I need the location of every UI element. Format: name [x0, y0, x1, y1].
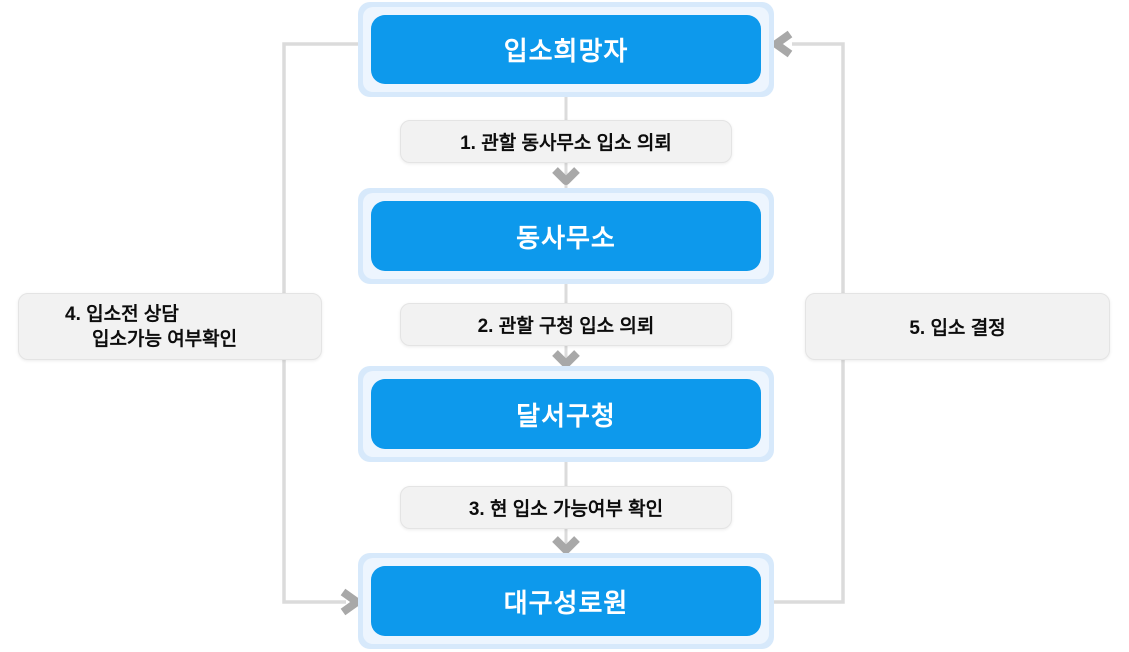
node-label: 달서구청 — [516, 400, 616, 431]
step-label-3: 3. 현 입소 가능여부 확인 — [400, 486, 732, 529]
node-glow: 대구성로원 — [363, 558, 769, 644]
step-label-1: 1. 관할 동사무소 입소 의뢰 — [400, 120, 732, 163]
step-label-text: 1. 관할 동사무소 입소 의뢰 — [460, 133, 672, 154]
node-daegu-seongrowon: 대구성로원 — [358, 553, 774, 649]
arrow-down-icon — [552, 167, 580, 185]
step-label-text: 3. 현 입소 가능여부 확인 — [468, 499, 664, 520]
node-glow: 동사무소 — [363, 193, 769, 279]
node-label: 대구성로원 — [503, 587, 629, 618]
node-body: 달서구청 — [371, 379, 761, 449]
node-dong-office: 동사무소 — [358, 188, 774, 284]
node-glow: 입소희망자 — [363, 7, 769, 92]
arrow-down-icon — [552, 350, 580, 368]
node-body: 입소희망자 — [371, 15, 761, 84]
node-applicant: 입소희망자 — [358, 2, 774, 97]
arrow-left-icon — [772, 30, 793, 58]
step-label-2: 2. 관할 구청 입소 의뢰 — [400, 303, 732, 346]
node-label: 동사무소 — [516, 222, 616, 253]
node-body: 대구성로원 — [371, 566, 761, 636]
arrow-down-icon — [552, 536, 580, 554]
step-label-4: 4. 입소전 상담 입소가능 여부확인 — [18, 293, 322, 360]
step-label-text: 4. 입소전 상담 입소가능 여부확인 — [19, 302, 237, 352]
step-label-text: 2. 관할 구청 입소 의뢰 — [477, 316, 655, 337]
node-glow: 달서구청 — [363, 371, 769, 457]
step-label-4-line1: 4. 입소전 상담 — [65, 303, 179, 325]
arrow-right-icon — [340, 588, 361, 616]
node-dalseo-district-office: 달서구청 — [358, 366, 774, 462]
step-label-4-line2: 입소가능 여부확인 — [92, 328, 238, 350]
node-label: 입소희망자 — [503, 36, 629, 66]
step-label-5: 5. 입소 결정 — [805, 293, 1110, 360]
step-label-text: 5. 입소 결정 — [909, 318, 1006, 339]
node-body: 동사무소 — [371, 201, 761, 271]
